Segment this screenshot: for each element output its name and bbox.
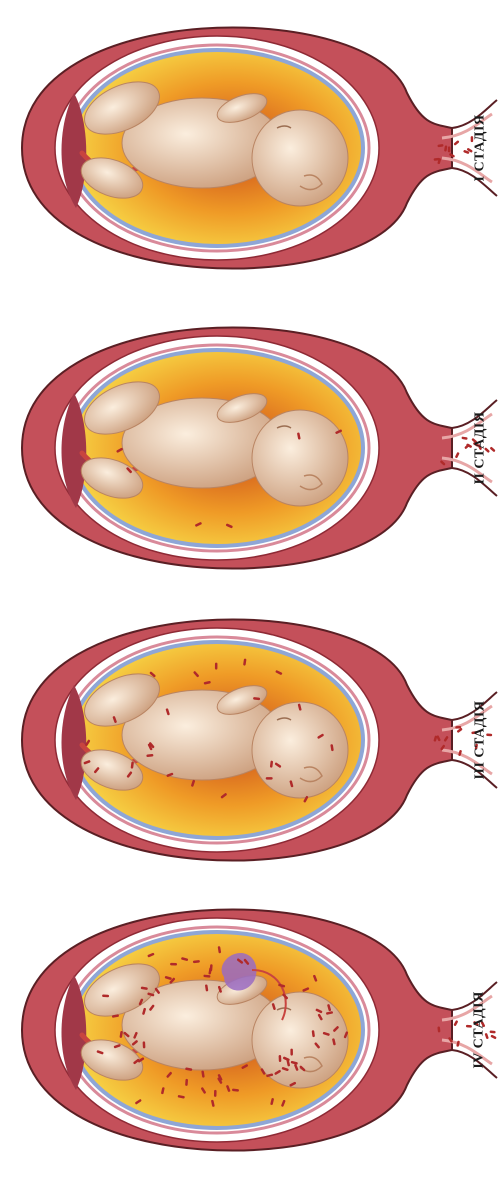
stage-1 — [22, 27, 497, 268]
bacterium — [170, 963, 177, 966]
stage-label-text: I СТАДІЯ — [472, 115, 488, 182]
stage-label: IV СТАДІЯ — [468, 980, 492, 1080]
fetus-head — [252, 410, 348, 506]
stage-label-text: III СТАДІЯ — [472, 701, 488, 780]
fetus-head — [252, 110, 348, 206]
bacterium — [290, 1049, 293, 1056]
stage-label: II СТАДІЯ — [468, 398, 492, 498]
stage-label-text: II СТАДІЯ — [472, 412, 488, 485]
stage-2 — [22, 327, 497, 568]
bacterium — [102, 994, 109, 997]
stage-3 — [22, 619, 497, 860]
bacterium — [453, 140, 459, 146]
bacterium — [185, 1079, 188, 1086]
stage-4 — [22, 909, 497, 1150]
bacterium — [143, 1041, 146, 1048]
stage-label-text: IV СТАДІЯ — [472, 991, 488, 1068]
bacterium — [448, 146, 451, 152]
bacterium — [214, 1090, 217, 1097]
bacterium — [266, 777, 273, 780]
stage-label: III СТАДІЯ — [468, 690, 492, 790]
bacterium — [453, 1020, 458, 1026]
bacterium — [455, 452, 460, 458]
bacterium — [461, 437, 467, 440]
bacterium — [215, 663, 218, 670]
stage-label: I СТАДІЯ — [468, 98, 492, 198]
bacterium — [279, 1055, 282, 1062]
